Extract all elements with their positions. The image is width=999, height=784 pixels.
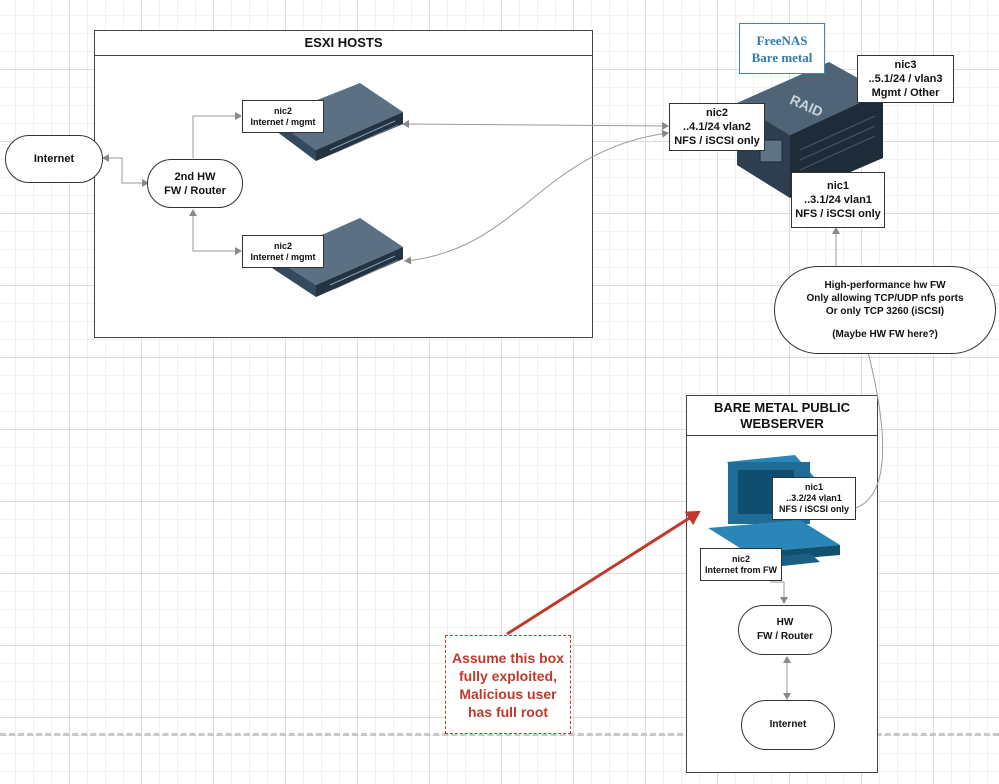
link-internet-router-left	[102, 154, 149, 187]
freenas-nic1: nic1 ..3.1/24 vlan1 NFS / iSCSI only	[791, 172, 885, 228]
link-web-router	[770, 581, 788, 604]
firewall-note-bubble: High-performance hw FW Only allowing TCP…	[774, 266, 996, 354]
router-right-node: HW FW / Router	[738, 605, 832, 655]
internet-left-node: Internet	[5, 135, 103, 183]
link-esxi-bottom-freenas	[404, 129, 669, 265]
exploited-note: Assume this box fully exploited, Malicio…	[445, 635, 571, 734]
baremetal-webserver-title: BARE METAL PUBLIC WEBSERVER	[687, 396, 877, 436]
link-bubble-webserver	[852, 351, 884, 510]
router-left-node: 2nd HW FW / Router	[147, 159, 243, 208]
freenas-label: FreeNAS Bare metal	[739, 23, 825, 74]
page-break-line	[0, 733, 999, 736]
attack-arrow	[506, 510, 701, 636]
webserver-nic1: nic1 ..3.2/24 vlan1 NFS / iSCSI only	[772, 477, 856, 520]
webserver-nic2: nic2 Internet from FW	[700, 548, 782, 581]
esxi-bottom-nic2: nic2 Internet / mgmt	[242, 235, 324, 268]
internet-right-node: Internet	[741, 700, 835, 750]
freenas-nic2: nic2 ..4.1/24 vlan2 NFS / iSCSI only	[669, 103, 765, 151]
freenas-nic3: nic3 ..5.1/24 / vlan3 Mgmt / Other	[857, 55, 954, 103]
esxi-top-nic2: nic2 Internet / mgmt	[242, 100, 324, 133]
esxi-hosts-title: ESXI HOSTS	[95, 31, 592, 56]
link-router-esxi-top	[192, 112, 242, 158]
link-router-esxi-bottom	[189, 209, 242, 255]
link-esxi-top-freenas	[402, 120, 669, 130]
